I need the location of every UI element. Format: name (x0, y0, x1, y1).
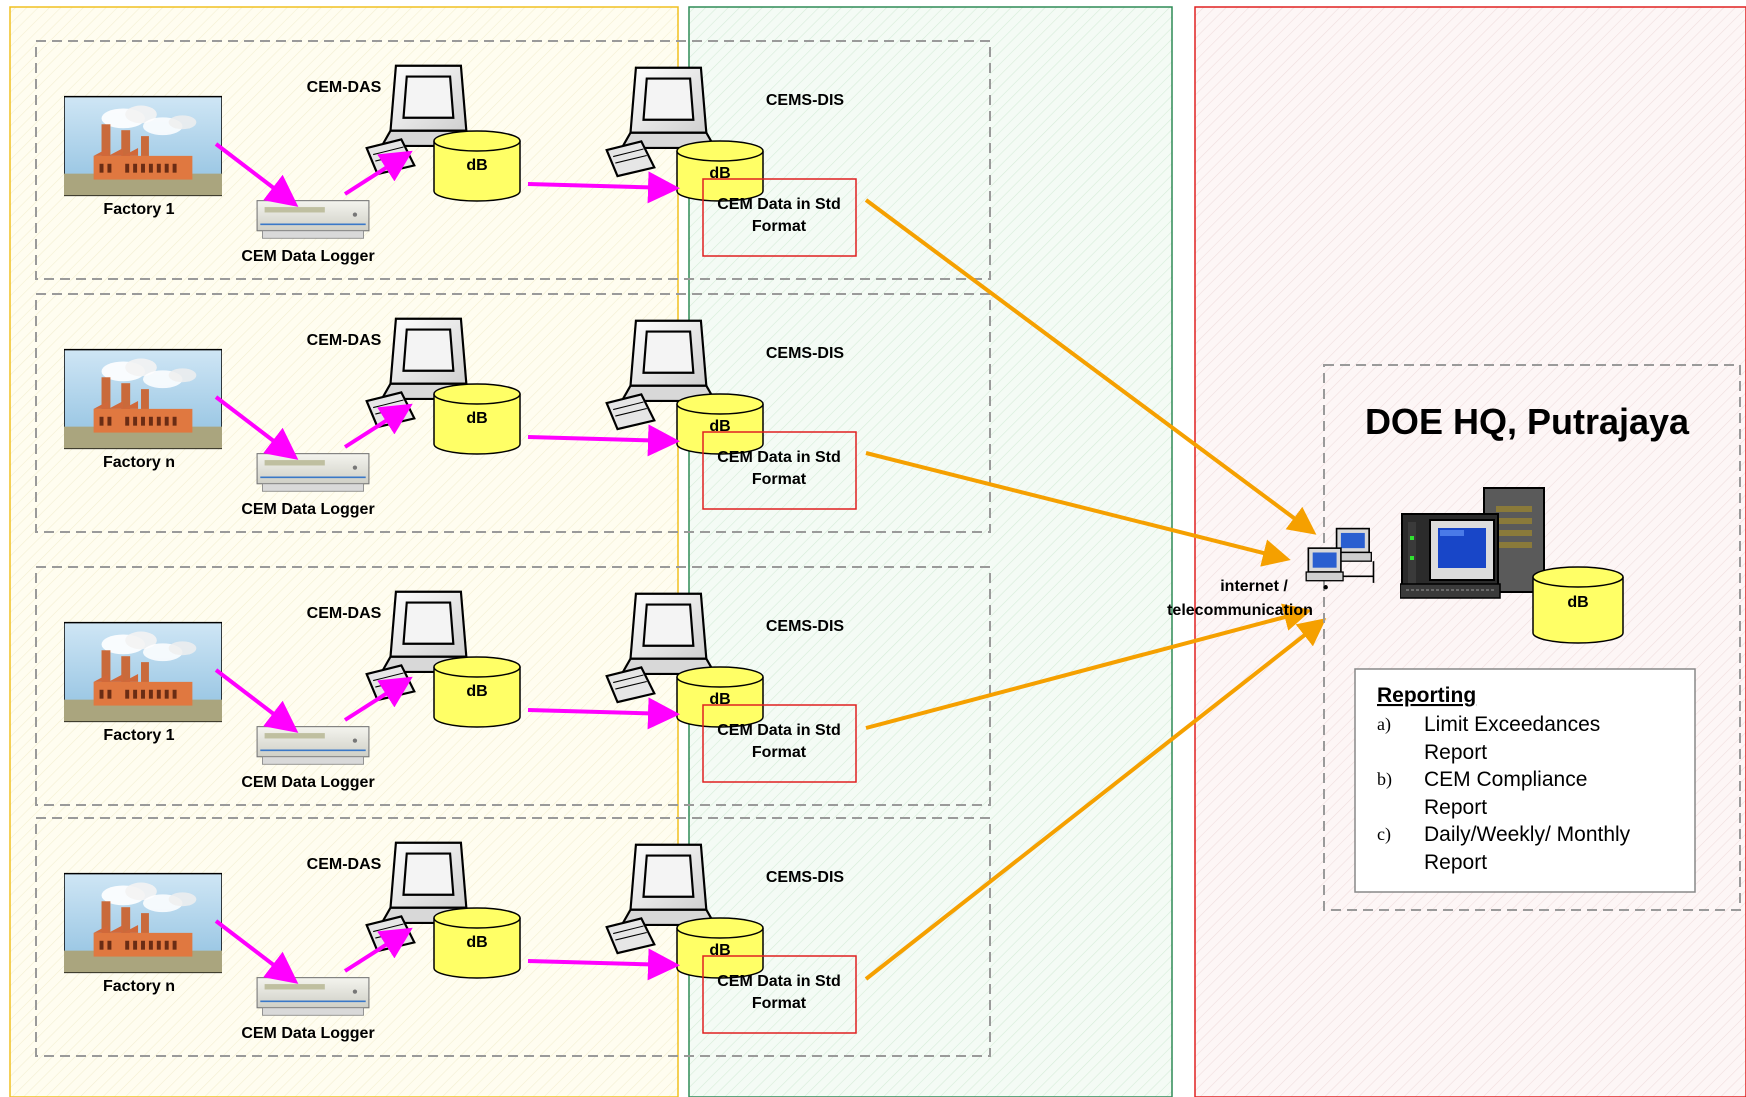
std-format-label-line2: Format (752, 471, 807, 488)
cem-das-db-label: dB (466, 157, 487, 174)
factory-row: Factory n CEM Data Logger CEM-DAS dB CEMS-DI… (35, 293, 991, 533)
cems-dis-label: CEMS-DIS (766, 92, 845, 109)
std-format-label-line1: CEM Data in Std (717, 722, 841, 739)
cem-das-label: CEM-DAS (307, 332, 382, 349)
dis-zone (688, 6, 1173, 1097)
factory-label: Factory 1 (103, 201, 174, 218)
reporting-item-text: Report (1424, 796, 1487, 819)
data-logger-icon (256, 452, 370, 493)
logger-to-das-arrow (343, 927, 413, 973)
logger-to-das-arrow (343, 150, 413, 196)
std-format-box (702, 431, 857, 510)
factory-to-logger-arrow (214, 919, 299, 984)
std-format-box (702, 178, 857, 257)
data-logger-icon (256, 199, 370, 240)
factory-icon (64, 872, 222, 974)
factory-label: Factory 1 (103, 727, 174, 744)
std-format-label-line2: Format (752, 995, 807, 1012)
cem-das-database-icon (433, 130, 521, 202)
reporting-item-text: Report (1424, 851, 1487, 874)
hq-db-label: dB (1567, 594, 1588, 611)
network-label-line1: internet / (1220, 578, 1288, 595)
cem-das-db-label: dB (466, 934, 487, 951)
factory-icon (64, 95, 222, 197)
row-group-box (35, 40, 991, 280)
factory-label: Factory n (103, 978, 175, 995)
logger-to-das-arrow (343, 676, 413, 722)
factory-row: Factory n CEM Data Logger CEM-DAS dB CEMS-DI… (35, 817, 991, 1057)
das-to-dis-arrow (527, 171, 680, 204)
network-arrow (865, 603, 1312, 730)
std-format-label-line2: Format (752, 218, 807, 235)
reporting-item-text: CEM Compliance (1424, 768, 1587, 791)
factory-row: Factory 1 CEM Data Logger CEM-DAS dB CEMS-DI… (35, 40, 991, 280)
data-logger-icon (256, 725, 370, 766)
row-group-box (35, 293, 991, 533)
std-format-label-line2: Format (752, 744, 807, 761)
factory-to-logger-arrow (214, 668, 299, 733)
das-to-dis-arrow (527, 424, 680, 457)
cems-dis-database-icon (676, 393, 764, 455)
std-format-box (702, 704, 857, 783)
cems-dis-database-icon (676, 917, 764, 979)
hq-database-icon (1532, 566, 1624, 644)
factory-label: Factory n (103, 454, 175, 471)
reporting-item-text: Report (1424, 741, 1487, 764)
cem-das-database-icon (433, 656, 521, 728)
data-logger-label: CEM Data Logger (241, 774, 374, 791)
std-format-box (702, 955, 857, 1034)
reporting-item-number: a) (1377, 714, 1391, 735)
cem-das-db-label: dB (466, 410, 487, 427)
std-format-label-line1: CEM Data in Std (717, 973, 841, 990)
cem-das-database-icon (433, 383, 521, 455)
factory-to-logger-arrow (214, 395, 299, 460)
network-arrow (865, 451, 1291, 567)
reporting-item-number: b) (1377, 769, 1392, 790)
cems-dis-db-label: dB (709, 691, 730, 708)
factory-icon (64, 621, 222, 723)
network-arrow (864, 198, 1317, 535)
das-to-dis-arrow (527, 697, 680, 730)
cems-dis-label: CEMS-DIS (766, 869, 845, 886)
data-logger-label: CEM Data Logger (241, 248, 374, 265)
cems-dis-db-label: dB (709, 165, 730, 182)
cem-das-label: CEM-DAS (307, 79, 382, 96)
reporting-item-text: Daily/Weekly/ Monthly (1424, 823, 1631, 846)
row-group-box (35, 817, 991, 1057)
cem-das-label: CEM-DAS (307, 605, 382, 622)
std-format-label-line1: CEM Data in Std (717, 449, 841, 466)
das-to-dis-arrow (527, 948, 680, 981)
row-group-box (35, 566, 991, 806)
factory-to-logger-arrow (214, 142, 299, 207)
cems-dis-label: CEMS-DIS (766, 345, 845, 362)
cems-dis-db-label: dB (709, 418, 730, 435)
reporting-box (1354, 668, 1696, 893)
cems-dis-database-icon (676, 666, 764, 728)
cem-das-database-icon (433, 907, 521, 979)
network-label-line2: telecommunication (1167, 602, 1313, 619)
network-arrows (864, 198, 1327, 981)
cem-das-db-label: dB (466, 683, 487, 700)
data-logger-icon (256, 976, 370, 1017)
factory-icon (64, 348, 222, 450)
data-logger-label: CEM Data Logger (241, 1025, 374, 1042)
hq-group-box (1323, 364, 1741, 911)
logger-to-das-arrow (343, 403, 413, 449)
reporting-item-text: Limit Exceedances (1424, 713, 1600, 736)
hq-title: DOE HQ, Putrajaya (1365, 401, 1690, 442)
cems-dis-label: CEMS-DIS (766, 618, 845, 635)
network-arrow (864, 618, 1327, 981)
data-logger-label: CEM Data Logger (241, 501, 374, 518)
cems-dis-db-label: dB (709, 942, 730, 959)
cems-dis-database-icon (676, 140, 764, 202)
reporting-item-number: c) (1377, 824, 1391, 845)
cem-das-label: CEM-DAS (307, 856, 382, 873)
factory-row: Factory 1 CEM Data Logger CEM-DAS dB CEMS-DI… (35, 566, 991, 806)
std-format-label-line1: CEM Data in Std (717, 196, 841, 213)
reporting-heading: Reporting (1377, 684, 1476, 707)
